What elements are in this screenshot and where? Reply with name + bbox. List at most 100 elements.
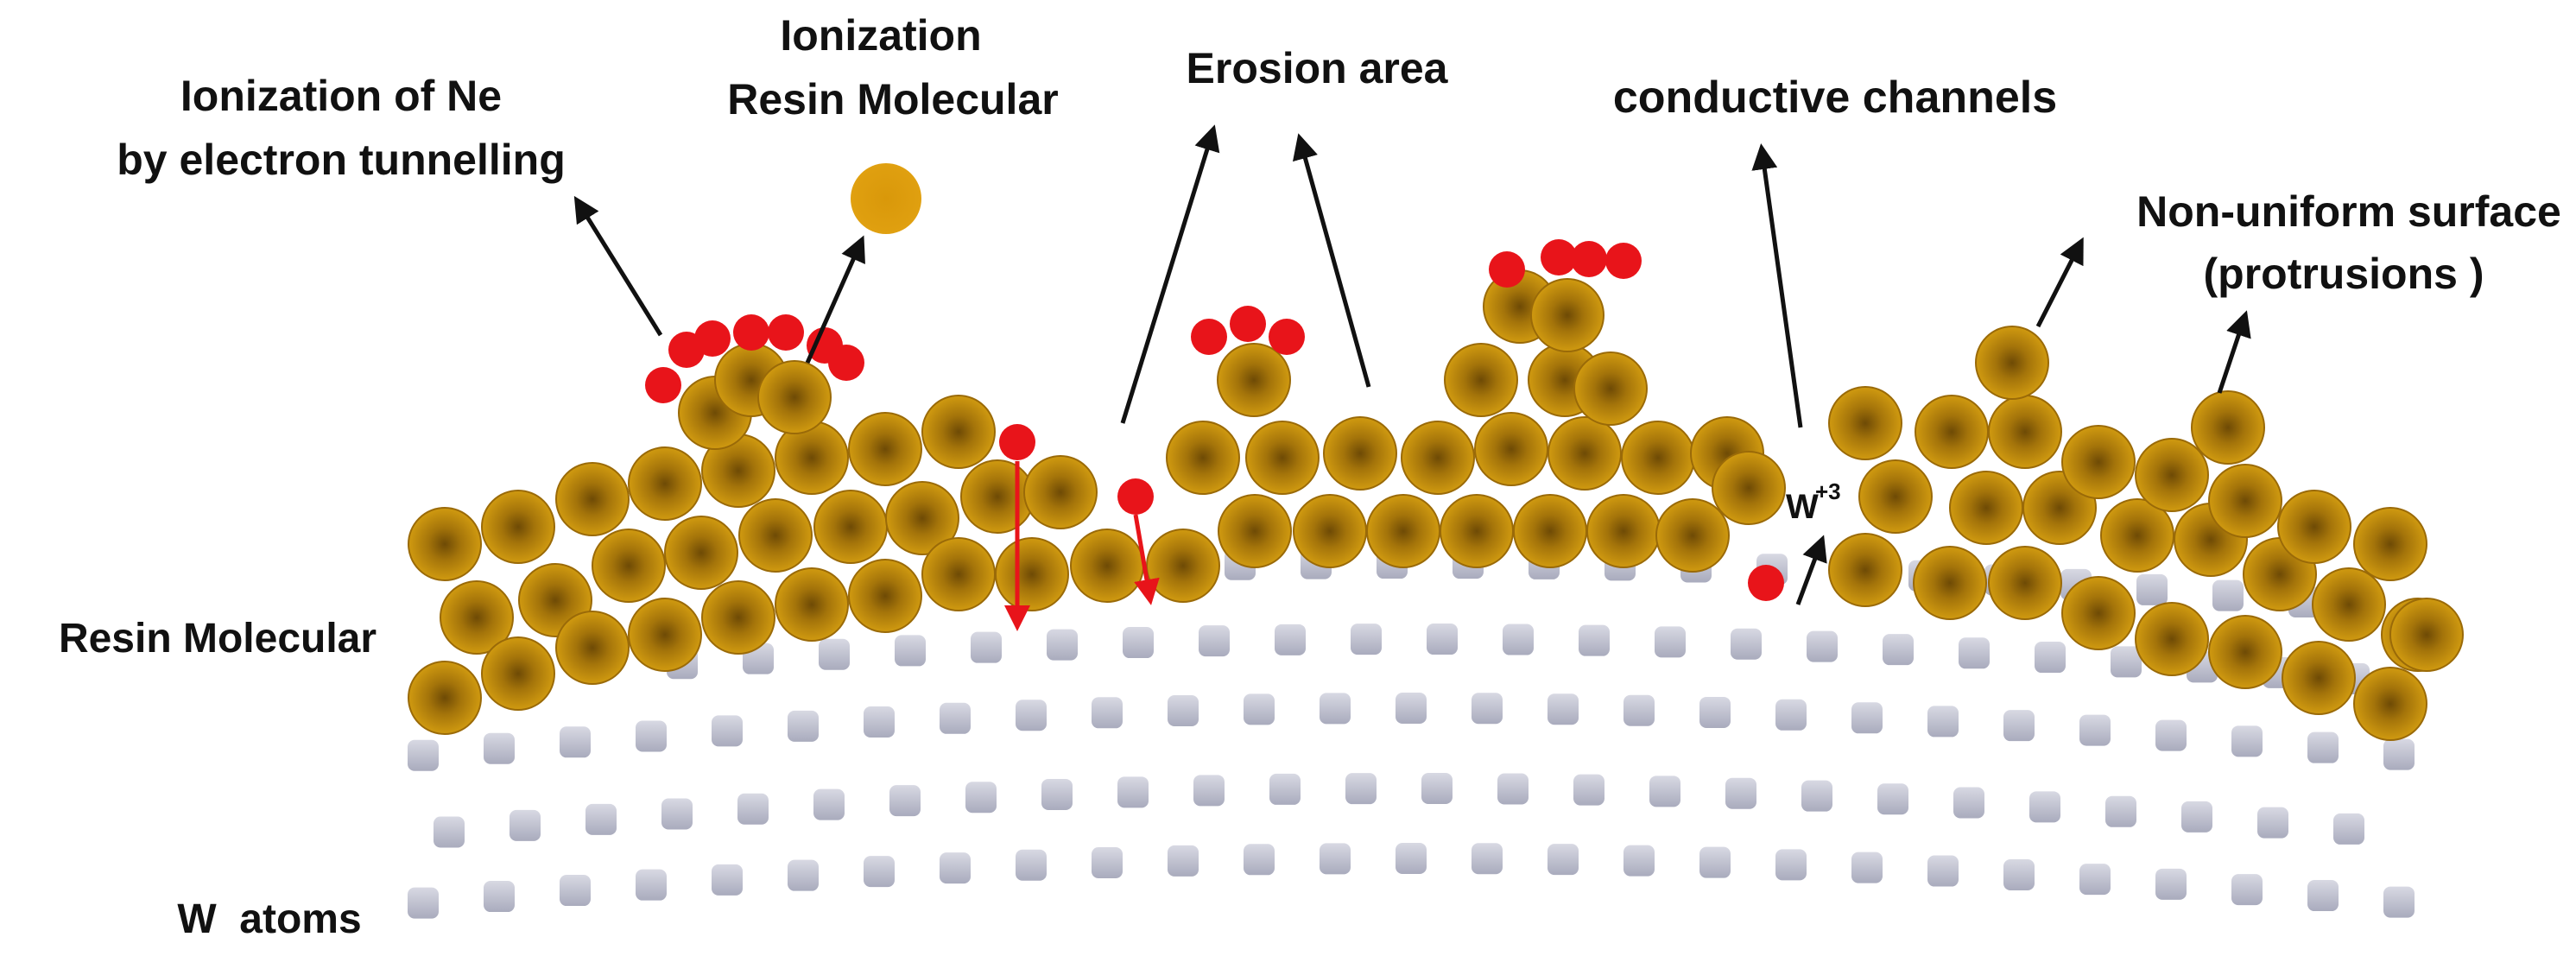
resin-molecule <box>1988 546 2062 620</box>
resin-molecule <box>2282 641 2356 715</box>
w-atom <box>1351 624 1382 655</box>
resin-molecule <box>555 611 630 685</box>
electron <box>1541 239 1577 275</box>
label-conductive-channels: conductive channels <box>1613 73 2057 123</box>
resin-molecule <box>1444 343 1518 417</box>
arrow-erosion-right <box>1292 133 1371 388</box>
resin-molecule <box>628 598 702 672</box>
resin-molecule-layer <box>408 269 2464 741</box>
resin-molecule <box>813 490 888 564</box>
w-atom <box>1320 843 1351 875</box>
resin-molecule <box>1712 451 1786 525</box>
resin-molecule <box>2191 390 2265 465</box>
w-atom <box>1199 625 1230 657</box>
w-atom <box>1699 846 1731 878</box>
resin-molecule <box>1573 351 1648 426</box>
w-atom <box>1117 776 1149 808</box>
electron <box>768 314 804 351</box>
arrow-conductive-channels <box>1751 143 1803 428</box>
w-atom <box>2307 880 2339 912</box>
w-atom <box>1623 694 1655 726</box>
w-atom <box>1244 693 1275 725</box>
arrow-w-ion <box>1795 535 1827 605</box>
electron <box>1269 319 1305 355</box>
w-atom <box>1123 627 1154 659</box>
resin-molecule <box>592 529 666 603</box>
resin-molecule <box>921 537 996 611</box>
resin-molecule <box>1366 494 1440 568</box>
w-atom <box>2231 725 2263 757</box>
electron <box>828 345 864 381</box>
w-atom <box>585 803 617 835</box>
resin-molecule <box>2277 490 2351 564</box>
resin-molecule <box>1023 455 1098 529</box>
w-atom <box>971 631 1002 663</box>
resin-molecule <box>701 580 775 655</box>
w-atom <box>560 726 591 758</box>
w-atom <box>408 887 439 919</box>
resin-molecule <box>2353 667 2427 741</box>
label-ionization-ne-line1: Ionization of Ne <box>180 72 502 120</box>
resin-molecule <box>1858 459 1933 534</box>
electron <box>1489 251 1525 288</box>
resin-molecule <box>628 446 702 521</box>
label-ionization-resin-line1: Ionization <box>780 11 981 60</box>
resin-molecule <box>2389 598 2464 672</box>
label-w-atoms: W atoms <box>177 896 361 942</box>
w-atom <box>1547 693 1579 725</box>
resin-molecule <box>1655 498 1730 573</box>
w-atom <box>864 856 895 888</box>
resin-molecule <box>960 459 1035 534</box>
w-atom <box>1168 695 1199 727</box>
w-atom <box>1801 780 1832 812</box>
w-atom <box>940 702 971 734</box>
w-atom <box>1573 774 1604 806</box>
resin-molecule <box>1828 533 1902 607</box>
w-atom <box>1275 624 1306 655</box>
w-ion-charge: +3 <box>1815 478 1841 504</box>
label-non-uniform-line2: (protrusions ) <box>2204 250 2484 298</box>
label-erosion-area: Erosion area <box>1187 44 1449 92</box>
w-atom <box>434 816 465 848</box>
resin-molecule <box>1245 421 1320 495</box>
w-atom <box>1877 783 1908 815</box>
w-atom <box>2383 738 2415 770</box>
w-atom <box>2079 864 2111 896</box>
resin-molecule <box>408 661 482 735</box>
w-atom <box>1320 693 1351 725</box>
w-atom <box>1041 778 1073 810</box>
w-atom <box>2105 795 2136 827</box>
w-atom <box>2383 886 2415 918</box>
w-atom <box>889 785 921 817</box>
w-atom <box>1775 699 1807 731</box>
arrow-protrusion-2 <box>2217 310 2251 394</box>
resin-molecule <box>1913 546 1987 620</box>
resin-molecule <box>775 567 849 642</box>
w-atom <box>1649 776 1680 807</box>
resin-molecule <box>1166 421 1240 495</box>
resin-molecule <box>848 412 922 486</box>
w-atom <box>1016 700 1047 731</box>
resin-molecule <box>1440 494 1514 568</box>
w-atom <box>2307 731 2339 763</box>
resin-molecule <box>1530 278 1604 352</box>
resin-molecule <box>2061 425 2136 499</box>
w-atom <box>813 788 845 820</box>
w-atom <box>1731 628 1762 660</box>
w-atom <box>1092 697 1123 729</box>
resin-molecule <box>664 516 738 590</box>
w-atom <box>2155 868 2187 900</box>
w-atom <box>1775 849 1807 881</box>
w-atom <box>1699 696 1731 728</box>
resin-molecule <box>2312 567 2386 642</box>
w-atom <box>1579 624 1610 656</box>
w-atom <box>1427 624 1458 655</box>
w-atom <box>1092 847 1123 879</box>
resin-molecule <box>2208 464 2282 538</box>
label-resin-molecular: Resin Molecular <box>59 616 377 662</box>
w-atom <box>636 869 667 901</box>
w-atom <box>2003 710 2035 742</box>
arrow-ionization-resin <box>805 235 865 364</box>
w-atom <box>2136 573 2168 605</box>
resin-molecule <box>1474 412 1548 486</box>
